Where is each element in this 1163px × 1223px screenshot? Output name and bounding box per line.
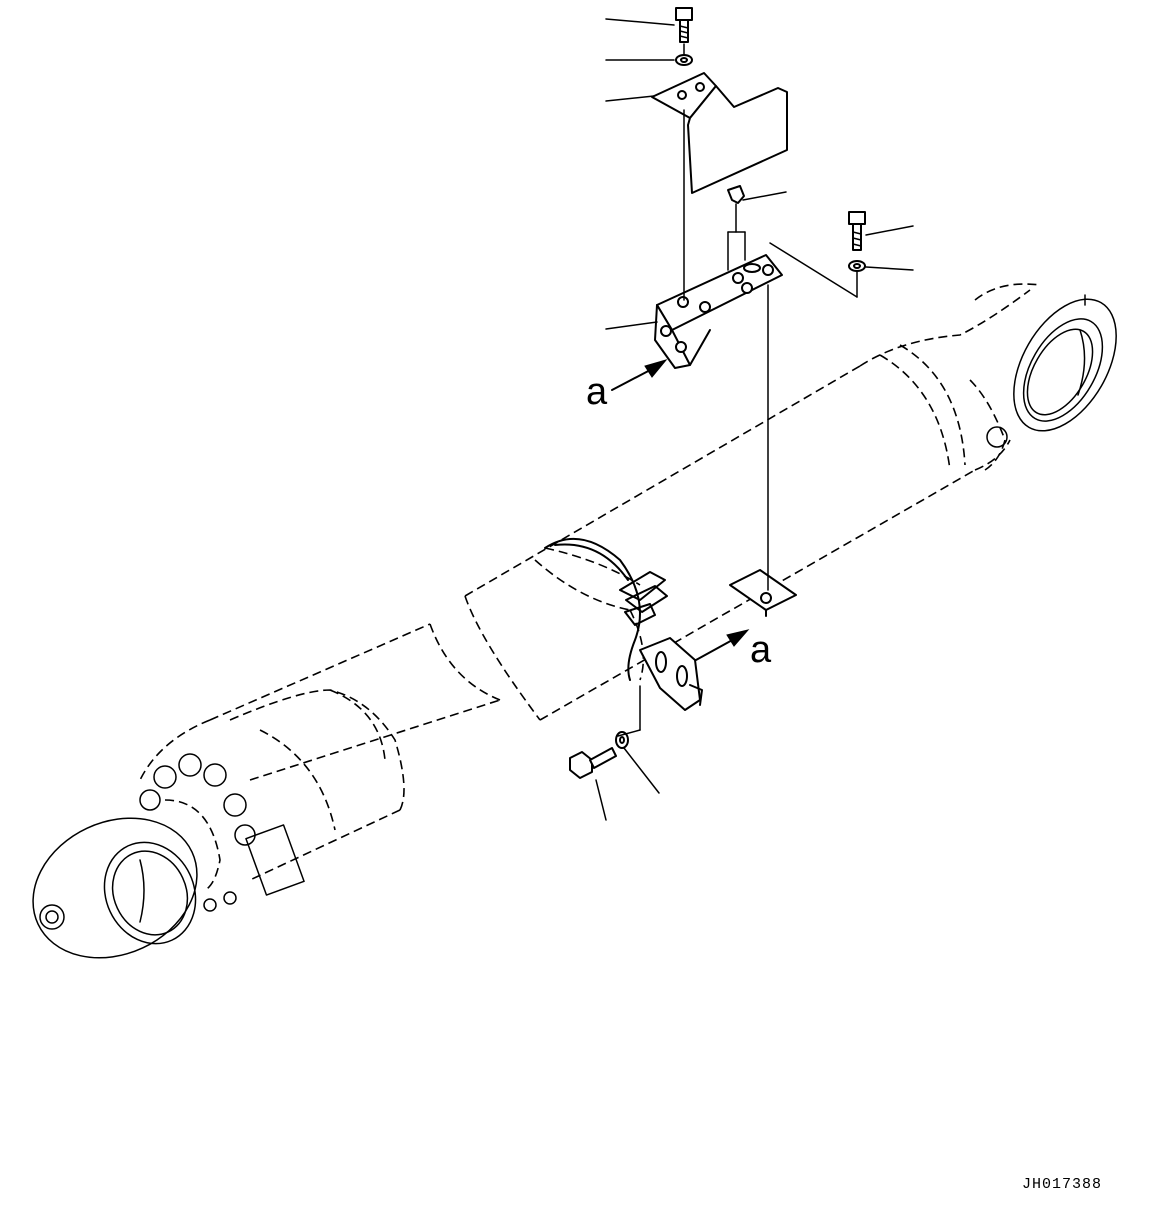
washer-right-icon bbox=[848, 260, 866, 272]
cylinder-tube bbox=[209, 365, 976, 781]
lower-bracket bbox=[639, 637, 703, 711]
plug-icon bbox=[727, 185, 745, 204]
view-arrow-upper bbox=[611, 359, 668, 391]
bolt-right-icon bbox=[848, 211, 866, 251]
view-label-upper: a bbox=[586, 371, 608, 413]
bent-plate bbox=[651, 72, 788, 194]
rod-end-eye bbox=[859, 283, 1117, 471]
assembly-lines bbox=[617, 43, 858, 737]
welded-pad bbox=[729, 569, 797, 617]
clamp-band bbox=[544, 537, 668, 681]
head-end-cap bbox=[32, 689, 405, 959]
drawing-number: JH017388 bbox=[1022, 1176, 1102, 1193]
view-arrow-lower bbox=[695, 629, 750, 661]
mounting-bracket bbox=[654, 254, 783, 369]
bolt-top-icon bbox=[675, 7, 693, 43]
washer-top-icon bbox=[675, 54, 693, 66]
bolt-bottom-icon bbox=[569, 747, 617, 779]
leader-lines bbox=[595, 18, 914, 821]
view-label-lower: a bbox=[750, 629, 772, 671]
